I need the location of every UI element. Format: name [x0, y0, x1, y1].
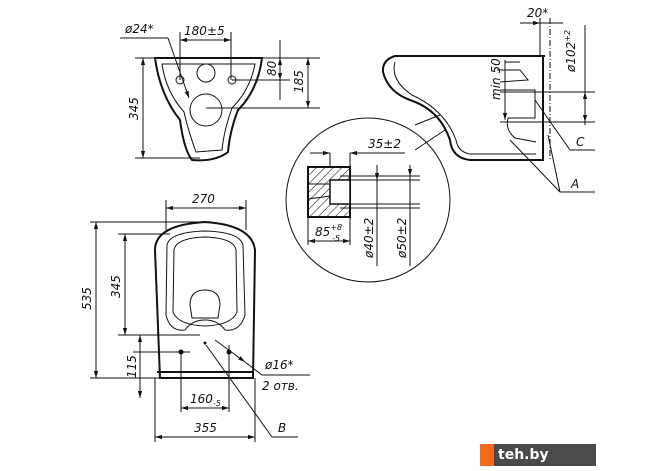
dim-d50: ø50±2 [395, 218, 409, 259]
dim-355: 355 [194, 421, 217, 435]
dim-hole-spacing: 180±5 [184, 24, 225, 38]
label-c: C [576, 135, 585, 149]
watermark-text: teh.by [498, 447, 549, 463]
dim-angle: 20* [527, 6, 548, 20]
dim-160: 160-5 [190, 392, 221, 408]
dim-min50: min 50 [489, 58, 503, 100]
logo-mark-icon [480, 444, 494, 466]
outlet [189, 93, 223, 127]
side-outline [381, 55, 545, 161]
dim-345-top: 345 [109, 275, 123, 298]
dim-outlet-diameter: ø102+2 [563, 30, 578, 73]
label-a: A [570, 177, 579, 191]
front-view: ø24* 180±5 80 185 345 [120, 22, 320, 162]
dim-535: 535 [80, 287, 94, 310]
flush-inlet [196, 63, 216, 83]
detail-view: 35±2 ø40±2 ø50±2 85+8-5 [285, 117, 451, 283]
dim-80: 80 [265, 60, 279, 76]
holes-count: 2 отв. [262, 379, 299, 393]
dim-85: 85+8-5 [315, 223, 342, 243]
dim-115: 115 [125, 355, 139, 378]
bowl-outline [153, 57, 264, 162]
watermark-logo: teh.by [480, 444, 596, 466]
dim-35: 35±2 [368, 137, 401, 151]
dim-185: 185 [292, 70, 306, 93]
label-b: B [278, 421, 286, 435]
side-view: 20* ø102+2 min 50 C A [381, 6, 595, 193]
dim-270: 270 [192, 192, 215, 206]
dim-hole-16: ø16* [264, 358, 294, 372]
dim-345: 345 [127, 97, 141, 120]
top-view: 270 535 345 115 160-5 355 ø16* 2 отв. B [80, 192, 310, 442]
dim-d40: ø40±2 [362, 218, 376, 259]
dim-hole-diameter: ø24* [124, 22, 154, 36]
detail-circle [285, 117, 451, 283]
seat-outline [153, 220, 257, 379]
